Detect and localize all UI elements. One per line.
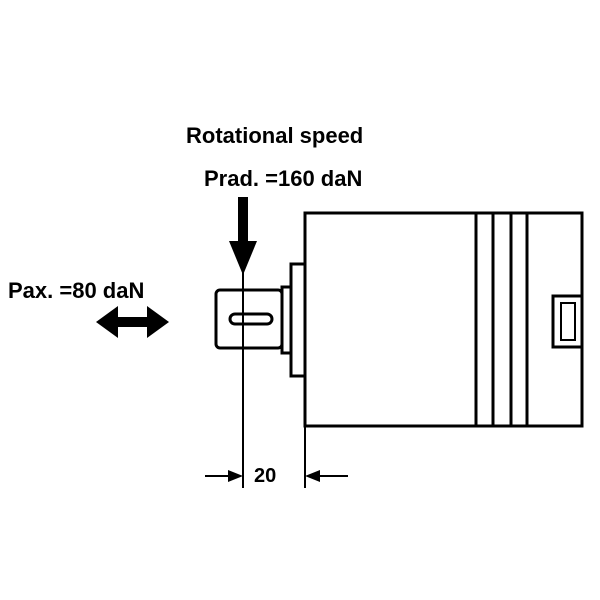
dimension-arrowhead-right [305,470,320,482]
connector-inner [560,302,576,341]
encoder-housing [303,211,584,428]
dimension-label: 20 [254,465,277,487]
dimension-arrowhead-left [228,470,243,482]
axial-load-label: Pax. =80 daN [8,278,145,303]
axial-arrow-shaft [112,317,152,327]
axial-arrow-head-left [96,306,118,338]
flange [289,262,307,378]
axial-arrow-head-right [147,306,169,338]
rotational-speed-label: Rotational speed [186,123,364,148]
radial-load-label: Prad. =160 daN [204,166,363,191]
radial-arrow-shaft [238,197,248,241]
radial-arrow-head [229,241,257,275]
shaft-keyway [228,312,274,326]
